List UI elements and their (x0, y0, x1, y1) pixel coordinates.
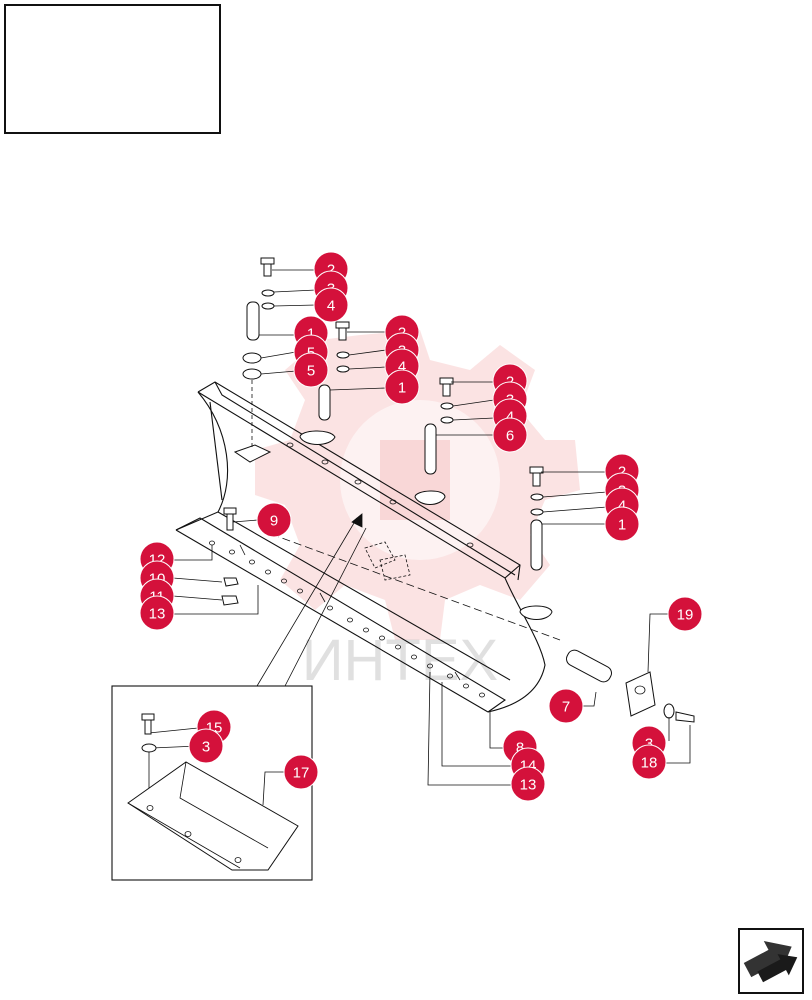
callout-label: 19 (677, 607, 694, 624)
callout-17: 17 (283, 754, 319, 790)
callout-circle (510, 766, 546, 802)
callout-circle (604, 506, 640, 542)
callout-6: 6 (492, 417, 528, 453)
callout-label: 1 (307, 326, 315, 343)
callout-label: 1 (618, 517, 626, 534)
callout-18: 18 (631, 744, 667, 780)
callout-circle (492, 417, 528, 453)
next-page-arrow-icon (743, 941, 798, 983)
callout-13: 13 (139, 595, 175, 631)
callout-label: 4 (618, 498, 626, 515)
callout-label: 6 (506, 428, 514, 445)
callout-label: 4 (398, 359, 406, 376)
callout-label: 4 (506, 409, 514, 426)
next-page-button[interactable] (738, 928, 804, 994)
hardware (221, 257, 695, 723)
callout-circle (283, 754, 319, 790)
callout-label: 1 (398, 380, 406, 397)
callout-circle (548, 688, 584, 724)
callout-label: 9 (270, 513, 278, 530)
callout-5: 5 (293, 352, 329, 388)
callout-13: 13 (510, 766, 546, 802)
callout-circle (293, 352, 329, 388)
detail-inset (111, 685, 313, 881)
callout-label: 2 (618, 464, 626, 481)
callout-label: 13 (520, 777, 537, 794)
bucket-body (175, 381, 561, 713)
callout-label: 8 (516, 740, 524, 757)
callout-label: 7 (562, 699, 570, 716)
callout-group: 2341552341234623419121011131978141331815… (139, 251, 703, 802)
callout-1: 1 (384, 369, 420, 405)
callout-circle (256, 502, 292, 538)
callout-9: 9 (256, 502, 292, 538)
callout-label: 3 (645, 736, 653, 753)
title-block (4, 4, 221, 134)
callout-circle (313, 287, 349, 323)
callout-7: 7 (548, 688, 584, 724)
callout-circle (384, 369, 420, 405)
callout-4: 4 (313, 287, 349, 323)
callout-label: 5 (307, 363, 315, 380)
callout-circle (667, 596, 703, 632)
callout-circle (631, 744, 667, 780)
callout-label: 3 (202, 739, 210, 756)
callout-1: 1 (604, 506, 640, 542)
leader-lines (148, 269, 691, 806)
callout-19: 19 (667, 596, 703, 632)
callout-3: 3 (188, 728, 224, 764)
callout-label: 4 (327, 298, 335, 315)
callout-label: 17 (293, 765, 310, 782)
callout-circle (188, 728, 224, 764)
callout-label: 18 (641, 755, 658, 772)
callout-label: 13 (149, 606, 166, 623)
callout-circle (139, 595, 175, 631)
callout-label: 2 (327, 262, 335, 279)
